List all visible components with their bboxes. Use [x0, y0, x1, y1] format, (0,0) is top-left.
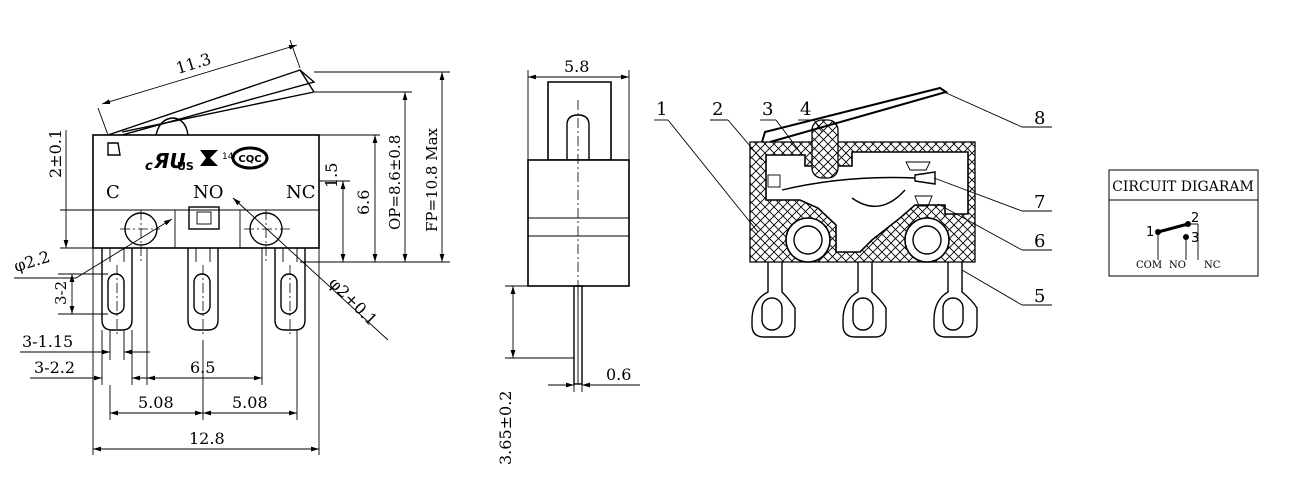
callout-2: 2 [712, 99, 723, 120]
circuit-switch-arm [1157, 222, 1189, 234]
circuit-title: CIRCUIT DIGARAM [1112, 179, 1254, 195]
dim-overall-length: 12.8 [189, 429, 225, 448]
cqc-mark-icon [231, 146, 269, 170]
callout-1: 1 [656, 99, 667, 120]
circuit-label-no: NO [1169, 260, 1186, 271]
callout-3: 3 [762, 99, 773, 120]
callout-4: 4 [800, 99, 811, 120]
ce-mark-icon [200, 150, 218, 166]
callout-5: 5 [1034, 286, 1045, 307]
circuit-node-1: 1 [1146, 225, 1154, 240]
cert-ul-c: c [145, 159, 153, 174]
dim-terminal-width-1: 3-1.15 [22, 332, 73, 351]
circuit-node-3: 3 [1191, 231, 1199, 246]
callout-6: 6 [1034, 231, 1045, 252]
circuit-label-com: COM [1136, 260, 1162, 271]
dim-terminal-pitch-2: 5.08 [232, 393, 268, 412]
circuit-label-nc: NC [1204, 260, 1221, 271]
front-lever [107, 69, 316, 136]
dim-terminal-thickness: 0.6 [606, 365, 631, 384]
callout-7: 7 [1034, 192, 1045, 213]
dim-lever-length: 11.3 [174, 49, 214, 78]
dim-side-width: 5.8 [564, 57, 589, 76]
dim-terminal-hole: 3-2 [52, 281, 70, 305]
cert-14: 14 [222, 152, 234, 162]
dim-operating-position: OP=8.6±0.8 [386, 135, 404, 230]
side-body [527, 159, 630, 287]
dim-body-height: 6.6 [354, 190, 373, 215]
label-nc: NC [286, 182, 316, 203]
side-view: 5.8 3.65±0.2 0.6 [496, 57, 640, 465]
section-plunger [811, 119, 839, 179]
front-view: c ЯU US 14 CQC C NO NC [12, 39, 450, 455]
circuit-box [1108, 169, 1259, 277]
label-no: NO [193, 182, 224, 203]
dim-pivot-height: 1.5 [322, 163, 341, 188]
section-view: 1 2 3 4 5 6 7 8 [654, 86, 1052, 338]
front-terminals [101, 248, 306, 335]
circuit-node-2: 2 [1191, 211, 1199, 226]
ur-logo: ЯU [153, 149, 186, 173]
dim-free-position: FP=10.8 Max [423, 127, 441, 232]
certification-marks: c ЯU US 14 CQC [145, 146, 269, 174]
section-terminals [751, 262, 978, 338]
front-window [188, 206, 220, 230]
dim-terminal-width-2: 3-2.2 [34, 358, 75, 377]
cert-cqc: CQC [238, 154, 261, 165]
dim-hole-small: φ2+0.1 [325, 273, 381, 329]
label-c: C [106, 182, 120, 203]
dim-hole-large: φ2.2 [12, 247, 53, 276]
dim-vertical-offset: 2±0.1 [46, 129, 65, 178]
section-callouts: 1 2 3 4 5 6 7 8 [654, 91, 1052, 307]
section-lever [761, 86, 949, 143]
callout-8: 8 [1034, 108, 1045, 129]
circuit-diagram: CIRCUIT DIGARAM 1 2 3 COM NO NC [1108, 169, 1259, 277]
dim-terminal-length: 3.65±0.2 [496, 391, 515, 465]
cert-us: US [177, 160, 194, 173]
dim-terminal-pitch-1: 5.08 [138, 393, 174, 412]
